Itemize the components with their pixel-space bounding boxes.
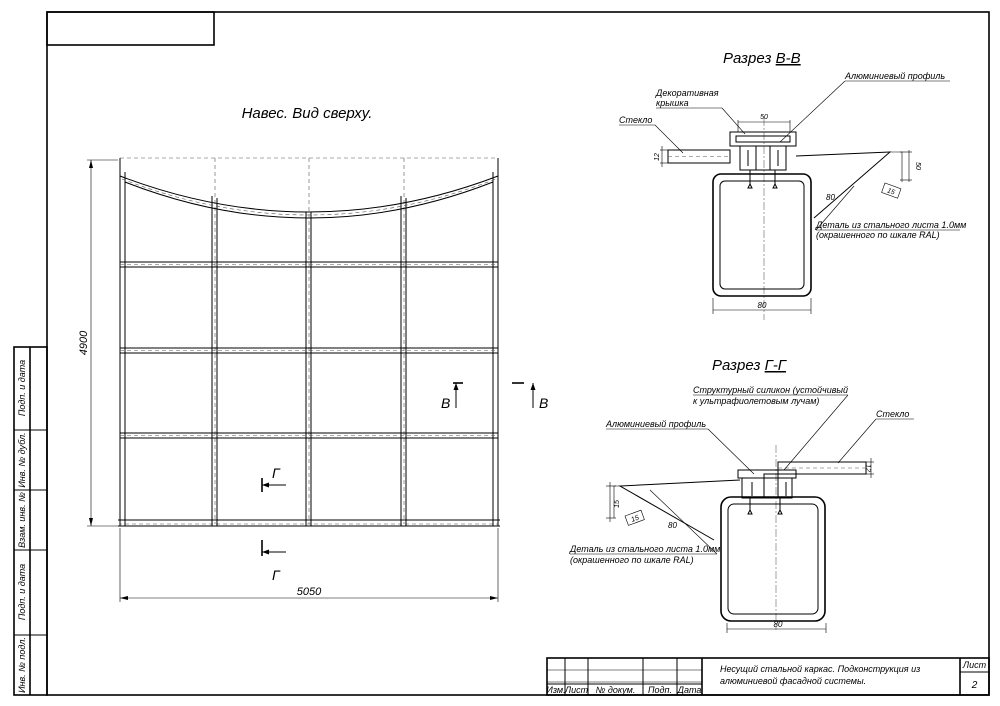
plan-view: 4900 5050 В В Г Г [78, 157, 548, 602]
title-block-header-podp: Подп. [648, 685, 672, 695]
section-b-dim-12: 12 [654, 153, 661, 161]
stamp-cell-inv-dubl: Инв. № дубл. [17, 432, 27, 487]
section-b-dim-15: 15 [886, 187, 896, 196]
plan-cut-g-bottom: Г [272, 567, 281, 583]
section-g-dim-15-side: 15 [614, 500, 621, 508]
section-b-title: Разрез В-В [723, 50, 801, 67]
section-b-label-profile: Алюминиевый профиль [844, 71, 945, 81]
stamp-cell-inv-podl: Инв. № подл. [17, 637, 27, 693]
section-b-dim-50-top: 50 [760, 114, 768, 121]
section-b-label-sheet-1: Деталь из стального листа 1.0мм [815, 220, 966, 230]
title-block-sheet-label: Лист [962, 660, 987, 670]
section-g-title: Разрез Г-Г [712, 357, 788, 374]
section-b-dim-50-side: 50 [914, 162, 921, 170]
stamp-cell-podp-data-2: Подп. и дата [17, 360, 27, 416]
title-block-sheet-number: 2 [971, 680, 978, 691]
plan-cut-b-left: В [441, 395, 450, 411]
title-block-description-2: алюминиевой фасадной системы. [720, 676, 866, 686]
section-b-dim-80-bottom: 80 [758, 301, 767, 310]
section-b-label-glass: Стекло [619, 115, 652, 125]
title-block-header-list: Лист [564, 685, 589, 695]
section-g-dim-80-slope: 80 [668, 521, 677, 530]
plan-dim-width: 5050 [297, 586, 322, 598]
section-b-label-cap-2: крышка [656, 98, 689, 108]
title-block-header-data: Дата [677, 685, 702, 695]
section-b-b: Разрез В-В 80 12 50 [619, 50, 966, 320]
plan-cut-b-right: В [539, 395, 548, 411]
plan-title: Навес. Вид сверху. [242, 105, 373, 122]
section-g-label-profile: Алюминиевый профиль [605, 419, 706, 429]
stamp-cell-vzam-inv: Взам. инв. № [17, 492, 27, 548]
section-g-dim-15-tag: 15 [630, 515, 640, 524]
title-block-header-izm: Изм. [546, 685, 565, 695]
section-b-dim-80-slope: 80 [826, 193, 835, 202]
section-g-label-sheet-1: Деталь из стального листа 1.0мм [569, 544, 720, 554]
title-block: Изм. Лист № докум. Подп. Дата Несущий ст… [546, 657, 990, 696]
section-b-label-cap-1: Декоративная [655, 88, 719, 98]
stamp-cell-podp-data-1: Подп. и дата [17, 564, 27, 620]
plan-dim-height: 4900 [78, 330, 90, 355]
section-g-label-silicone-2: к ультрафиолетовым лучам) [693, 396, 819, 406]
section-g-g: Разрез Г-Г 80 12 15 80 [569, 357, 914, 633]
section-g-label-silicone-1: Структурный силикон (устойчивый [693, 385, 848, 395]
section-g-dim-12: 12 [864, 464, 871, 472]
side-stamp: Инв. № подл. Подп. и дата Взам. инв. № И… [13, 346, 48, 696]
section-g-label-sheet-2: (окрашенного по шкале RAL) [570, 555, 694, 565]
section-g-dim-80-bottom: 80 [774, 620, 783, 629]
section-g-label-glass: Стекло [876, 409, 909, 419]
title-block-description-1: Несущий стальной каркас. Подконструкция … [720, 664, 920, 674]
title-block-header-dokum: № докум. [596, 685, 636, 695]
section-b-label-sheet-2: (окрашенного по шкале RAL) [816, 230, 940, 240]
plan-cut-g-top: Г [272, 465, 281, 481]
